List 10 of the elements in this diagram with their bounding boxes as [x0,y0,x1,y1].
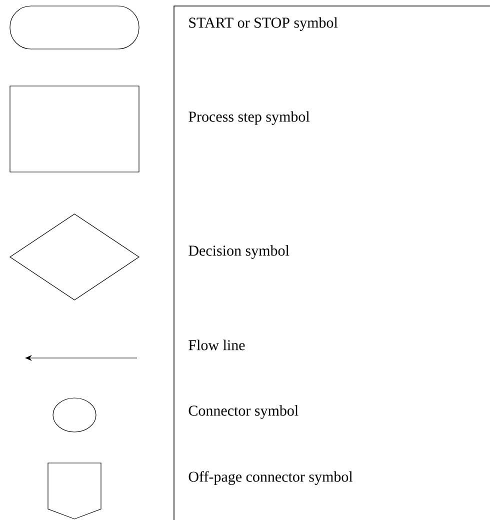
legend-text: Off-page connector symbol [188,471,353,485]
legend-text: Decision symbol [188,245,290,259]
legend-text: Connector symbol [188,405,298,419]
connector-symbol [52,398,96,432]
process-symbol [10,86,140,172]
legend-text: Flow line [188,340,245,350]
off-page-connector-symbol [48,462,102,520]
legend-text: Process step symbol [188,111,310,125]
legend-text: START or STOP symbol [189,17,338,31]
terminal-symbol [10,6,140,50]
